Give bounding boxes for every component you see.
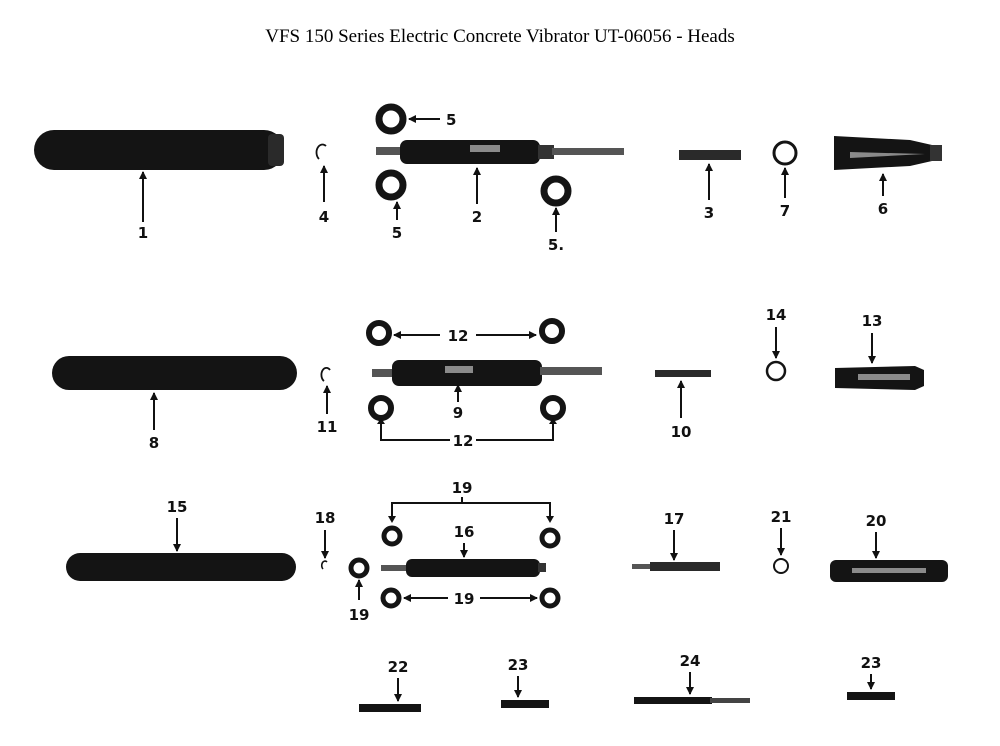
- part-22-shaft: [359, 704, 421, 712]
- label-12-top: 12: [448, 327, 469, 345]
- part-4-snap-ring: [315, 143, 327, 160]
- part-23-shaft-b: [847, 692, 895, 700]
- part-20-head-cap: [830, 560, 948, 582]
- part-7-seal-ring: [772, 140, 798, 166]
- label-17: 17: [664, 510, 685, 528]
- part-19-bearing-top-right: [539, 527, 561, 549]
- part-15-outer-tube: [66, 553, 296, 581]
- part-12-bearing-bottom-left: [368, 395, 394, 421]
- part-13-head-cap: [835, 366, 924, 390]
- part-5-bearing-left: [375, 169, 407, 201]
- part-19-bearing-bottom-left: [380, 587, 402, 609]
- bracket-19-arrow-left: [388, 516, 396, 523]
- part-19-bearing-lone: [348, 557, 370, 579]
- part-12-bearing-top-right: [539, 318, 565, 344]
- part-3-sleeve: [679, 150, 741, 160]
- label-13: 13: [862, 312, 883, 330]
- label-19-bottom: 19: [454, 590, 475, 608]
- label-15: 15: [167, 498, 188, 516]
- label-8: 8: [149, 434, 159, 452]
- part-5-bearing-right: [540, 175, 572, 207]
- part-1-outer-tube: [34, 130, 284, 170]
- part-12-bearing-top-left: [366, 320, 392, 346]
- label-7: 7: [780, 202, 790, 220]
- part-6-head-cap: [834, 136, 942, 170]
- label-9: 9: [453, 404, 463, 422]
- label-3: 3: [704, 204, 714, 222]
- bracket-12-arrow-right: [549, 418, 557, 424]
- label-19-top: 19: [452, 479, 473, 497]
- bracket-19-arrow-right: [546, 516, 554, 523]
- label-12-bottom-bg: [450, 432, 476, 448]
- part-8-outer-tube: [52, 356, 297, 390]
- label-19-lone: 19: [349, 606, 370, 624]
- label-20: 20: [866, 512, 887, 530]
- label-18: 18: [315, 509, 336, 527]
- bracket-12-arrow-left: [377, 418, 385, 424]
- label-16: 16: [454, 523, 475, 541]
- diagram-title: VFS 150 Series Electric Concrete Vibrato…: [265, 26, 735, 47]
- label-23-b: 23: [861, 654, 882, 672]
- label-14: 14: [766, 306, 787, 324]
- part-19-bearing-top-left: [381, 525, 403, 547]
- part-23-shaft-a: [501, 700, 549, 708]
- part-16-rotor-shaft: [381, 559, 546, 577]
- part-5-bearing-top: [375, 103, 407, 135]
- bracket-19-top: [391, 502, 551, 518]
- part-11-snap-ring: [320, 367, 331, 382]
- label-4: 4: [319, 208, 329, 226]
- label-21: 21: [771, 508, 792, 526]
- label-5-right: 5.: [548, 236, 564, 254]
- label-11: 11: [317, 418, 338, 436]
- label-10: 10: [671, 423, 692, 441]
- part-14-seal-ring: [765, 360, 787, 382]
- part-2-rotor-shaft: [376, 140, 624, 164]
- label-12-bottom: 12: [453, 432, 474, 450]
- part-12-bearing-bottom-right: [540, 395, 566, 421]
- part-24-shaft: [634, 697, 750, 704]
- part-10-sleeve: [655, 370, 711, 377]
- label-1: 1: [138, 224, 148, 242]
- label-23-a: 23: [508, 656, 529, 674]
- label-5-top: 5: [446, 111, 456, 129]
- part-17-sleeve: [632, 562, 720, 571]
- label-5-left: 5: [392, 224, 402, 242]
- part-9-rotor-shaft: [372, 360, 602, 386]
- part-19-bearing-bottom-right: [539, 587, 561, 609]
- label-2: 2: [472, 208, 482, 226]
- part-21-seal-ring: [773, 558, 789, 574]
- label-6: 6: [878, 200, 888, 218]
- label-22: 22: [388, 658, 409, 676]
- label-24: 24: [680, 652, 701, 670]
- part-18-snap-ring: [320, 560, 328, 570]
